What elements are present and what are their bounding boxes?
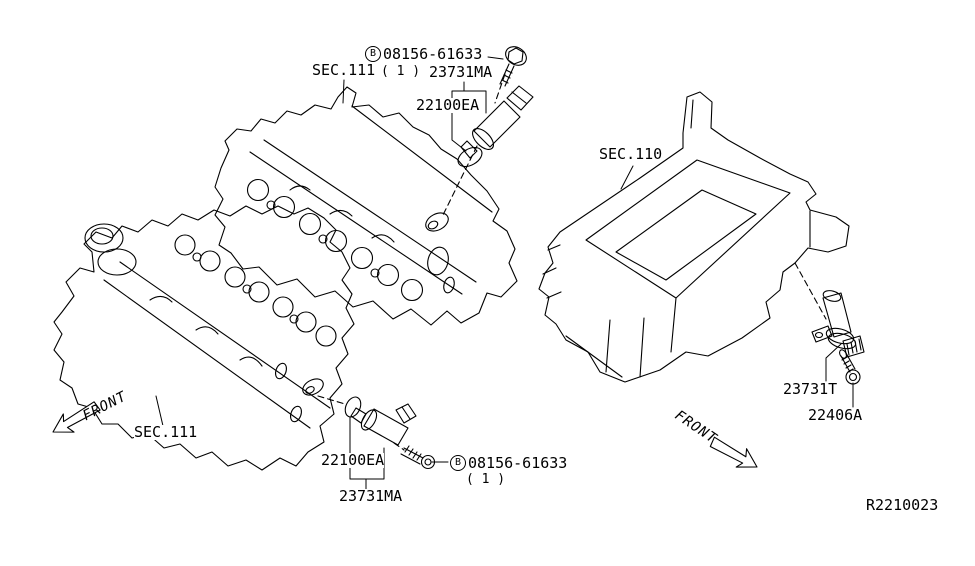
label-sec111-bottom: SEC.111 [134, 423, 198, 441]
crank-sensor-art [811, 290, 865, 358]
oring-bottom-art [344, 396, 362, 418]
bolt-bottom-part-number: 08156-61633 [468, 453, 568, 472]
cylinder-head-top-art [214, 86, 518, 326]
label-oring-bottom: 22100EA [321, 451, 385, 469]
drawing-reference-number: R2210023 [866, 496, 939, 514]
screw-22406a-art [839, 349, 861, 385]
alignment-dashed-lines [317, 73, 827, 451]
cylinder-head-bottom-art [53, 205, 355, 471]
label-bolt-top-qty: ( 1 ) [381, 64, 421, 79]
label-oring-top: 22100EA [416, 96, 480, 114]
label-bolt-top: B 08156-61633 [365, 44, 483, 63]
front-arrow-right-icon [709, 436, 758, 468]
bolt-top-art [499, 46, 527, 87]
oring-top-art [457, 146, 483, 168]
bolt-bottom-art [400, 445, 436, 470]
circled-b-icon: B [365, 46, 381, 62]
front-arrow-left-icon [52, 401, 101, 433]
label-sec111-top: SEC.111 [312, 61, 376, 79]
label-bolt-bottom-qty: ( 1 ) [466, 472, 506, 487]
circled-b-icon: B [450, 455, 466, 471]
bolt-top-part-number: 08156-61633 [383, 44, 483, 63]
label-crank-sensor-screw: 22406A [808, 406, 863, 424]
oil-filler-cap [84, 223, 137, 276]
oil-pan-art [538, 91, 850, 383]
label-bolt-bottom: B 08156-61633 [450, 453, 568, 472]
label-crank-sensor: 23731T [783, 380, 838, 398]
sensor-boss-top [425, 212, 449, 232]
label-cam-sensor-top: 23731MA [429, 63, 493, 81]
leader-lines [155, 56, 854, 490]
label-sec110: SEC.110 [599, 145, 663, 163]
sensor-boss-bottom [302, 378, 324, 396]
label-cam-sensor-bottom: 23731MA [339, 487, 403, 505]
cam-sensor-top-art [460, 85, 534, 159]
cam-sensor-bottom-art [350, 403, 417, 446]
